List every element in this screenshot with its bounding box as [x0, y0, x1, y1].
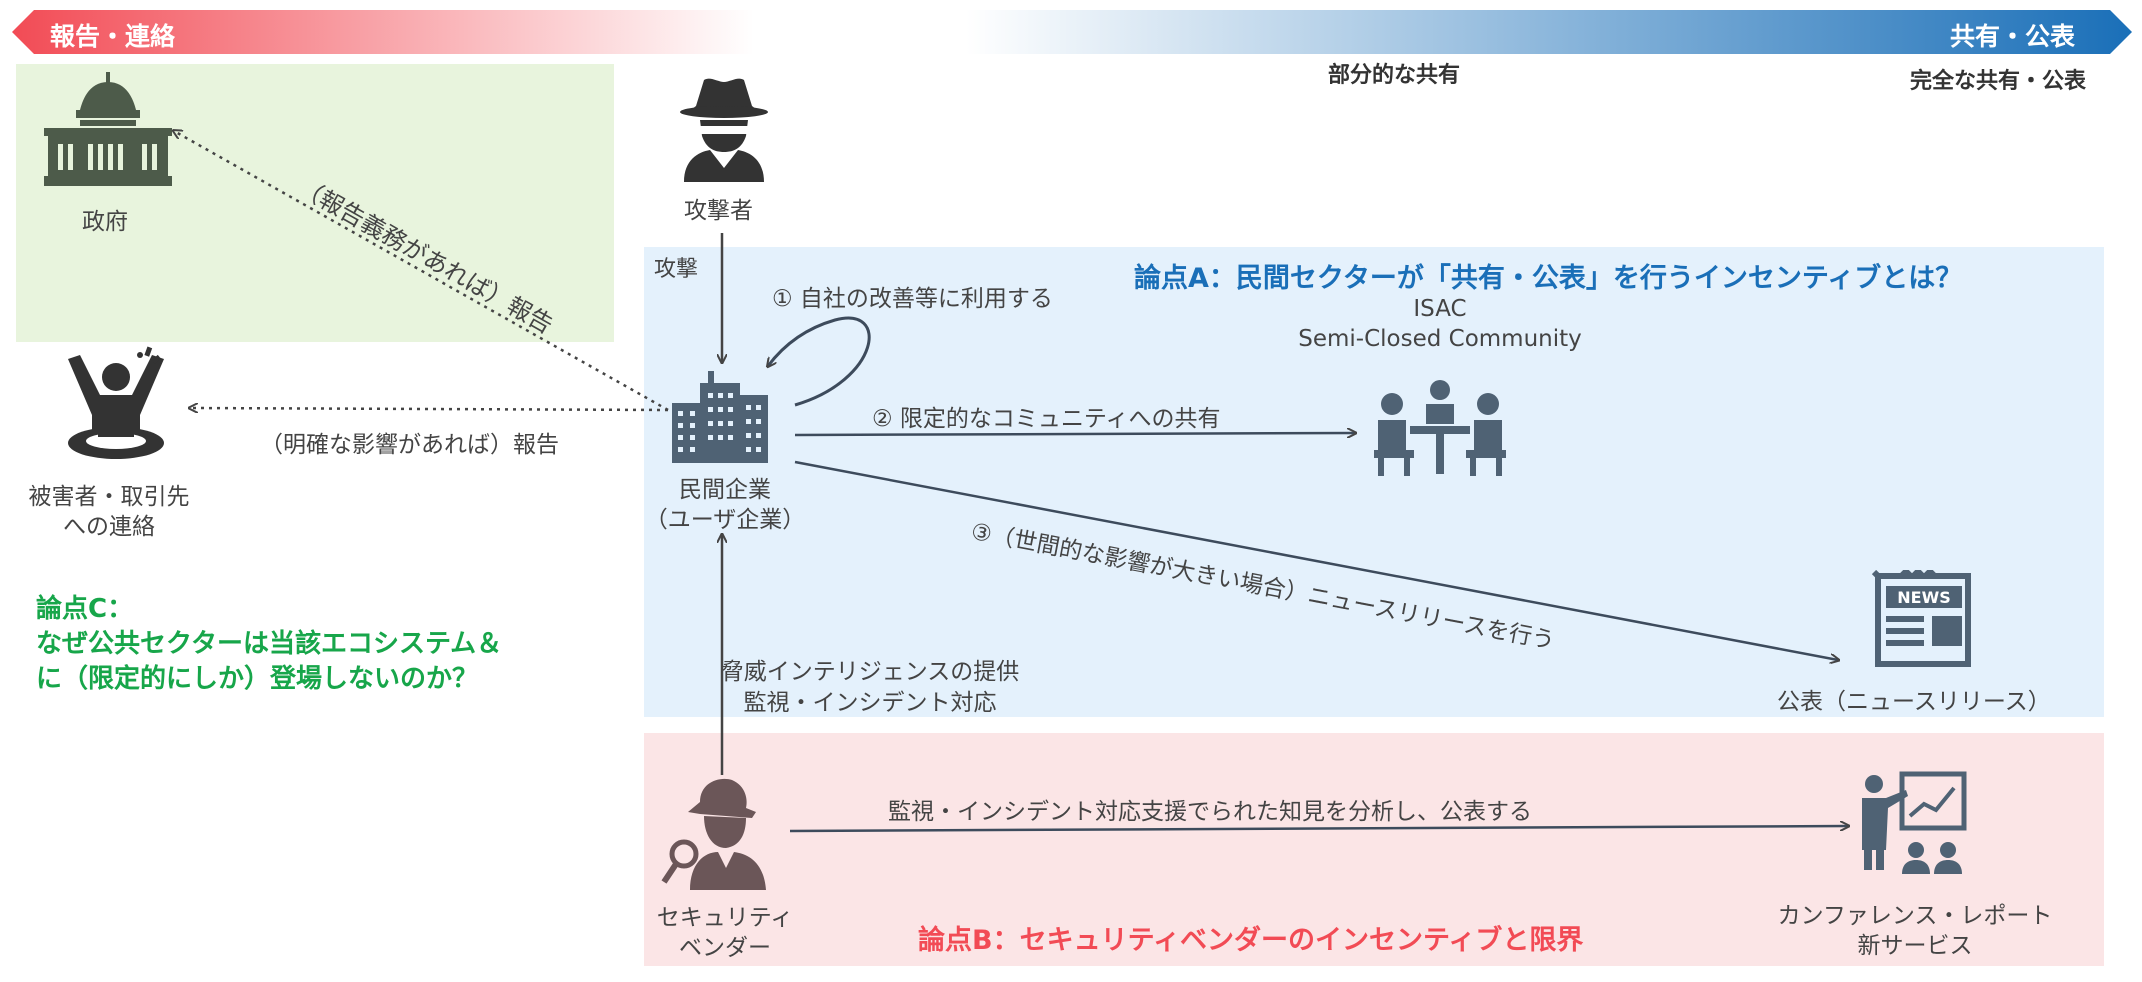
private-sector-region [644, 247, 2104, 717]
isac-label-line2: Semi-Closed Community [1298, 326, 1582, 352]
vendor-label-line2: ベンダー [679, 935, 771, 961]
full-share-caption: 完全な共有・公表 [1910, 69, 2087, 94]
self-use-label: ① 自社の改善等に利用する [772, 286, 1053, 312]
attack-label: 攻撃 [654, 257, 699, 282]
news-label: 公表（ニュースリリース） [1777, 689, 2051, 715]
limited-share-arrow [794, 433, 1355, 435]
newspaper-icon: NEWS [1871, 570, 1971, 667]
share-publish-label: 共有・公表 [1950, 22, 2076, 51]
vendor-label-line1: セキュリティ [656, 905, 794, 931]
company-label-line2: （ユーザ企業） [644, 507, 806, 533]
office-building-icon [672, 371, 768, 463]
issue-c-line1: 論点C： [36, 594, 134, 624]
vendor-region [644, 733, 2104, 966]
government-label: 政府 [82, 209, 128, 235]
spy-icon [680, 78, 768, 182]
presenter-icon [1862, 771, 1967, 874]
victim-report-arrow [190, 408, 669, 410]
limited-share-label: ② 限定的なコミュニティへの共有 [872, 406, 1221, 432]
attacker-label: 攻撃者 [684, 198, 753, 224]
vendor-publish-arrow [789, 826, 1848, 833]
news-release-arrow [794, 460, 1838, 660]
partial-share-caption: 部分的な共有 [1328, 63, 1461, 88]
meeting-icon [1374, 380, 1506, 476]
issue-a-text: 論点A：民間セクターが「共有・公表」を行うインセンティブとは？ [1134, 263, 1963, 294]
conference-label-line2: 新サービス [1857, 933, 1973, 959]
sharing-spectrum-bar [12, 10, 2132, 54]
company-label-line1: 民間企業 [679, 477, 771, 503]
victim-label-line1: 被害者・取引先 [28, 484, 190, 510]
issue-c-line3: に（限定的にしか）登場しないのか？ [36, 664, 479, 694]
victim-report-label: （明確な影響があれば）報告 [260, 432, 559, 458]
issue-c-line2: なぜ公共セクターは当該エコシステム＆ [36, 629, 503, 659]
self-use-loop-arrow [768, 316, 871, 407]
conference-label-line1: カンファレンス・レポート [1777, 903, 2053, 929]
vendor-publish-label: 監視・インシデント対応支援でられた知見を分析し、公表する [888, 799, 1532, 825]
vendor-service-label-line2: 監視・インシデント対応 [743, 690, 997, 716]
detective-icon [661, 778, 766, 890]
issue-b-text: 論点B：セキュリティベンダーのインセンティブと限界 [918, 925, 1584, 956]
report-contact-label: 報告・連絡 [50, 22, 176, 51]
isac-label-line1: ISAC [1413, 296, 1467, 322]
vendor-service-label-line1: 脅威インテリジェンスの提供 [720, 659, 1020, 685]
distressed-person-icon [68, 346, 164, 459]
victim-label-line2: への連絡 [63, 514, 155, 540]
svg-text:NEWS: NEWS [1897, 588, 1951, 607]
capitol-icon [44, 72, 172, 186]
gov-report-arrow [174, 131, 669, 412]
